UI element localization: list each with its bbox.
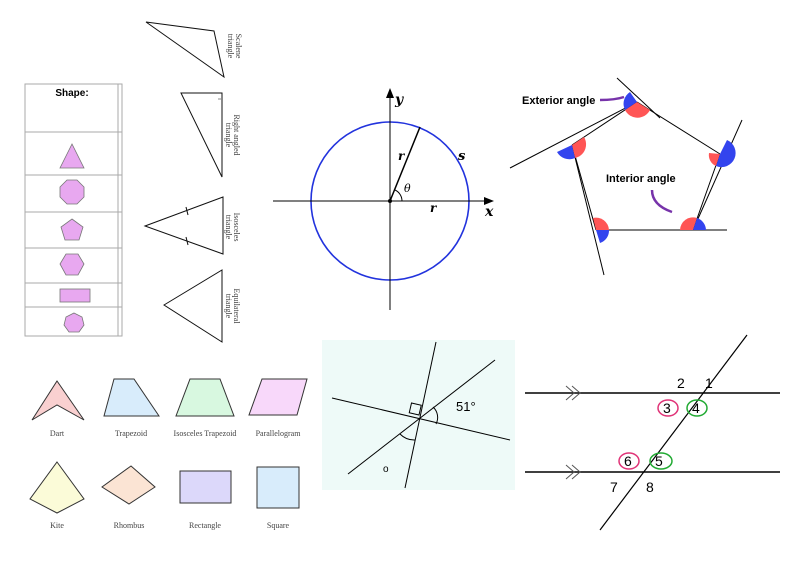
svg-text:2: 2 [677, 375, 685, 391]
svg-text:Isoscelestriangle: Isoscelestriangle [224, 213, 241, 242]
shape-table [24, 83, 123, 337]
svg-text:3: 3 [663, 400, 671, 416]
svg-text:1: 1 [705, 375, 713, 391]
svg-text:Square: Square [267, 521, 290, 530]
label-dart: Dart [50, 429, 65, 438]
svg-text:Isosceles Trapezoid: Isosceles Trapezoid [174, 429, 237, 438]
svg-text:8: 8 [646, 479, 654, 495]
heptagon-shape [63, 312, 85, 333]
pentagon-shape [60, 218, 84, 241]
parallel-lines-transversal: 1 2 3 4 5 6 7 8 [525, 334, 780, 531]
svg-text:Scalenetriangle: Scalenetriangle [226, 34, 243, 59]
svg-text:r: r [398, 149, 406, 163]
unit-circle-diagram: y x r r θ s [273, 88, 494, 310]
octagon-shape [59, 179, 85, 205]
svg-text:7: 7 [610, 479, 618, 495]
triangles [143, 21, 225, 343]
shape-header: Shape: [55, 88, 88, 99]
svg-text:Interior angle: Interior angle [606, 173, 676, 185]
svg-text:5: 5 [655, 453, 663, 469]
svg-text:Kite: Kite [50, 521, 64, 530]
angle-figure: 51° o [322, 340, 515, 490]
triangle-shape [59, 143, 85, 169]
svg-text:y: y [394, 92, 404, 108]
hexagon-shape [59, 253, 85, 276]
svg-text:s: s [458, 149, 466, 164]
svg-text:Exterior angle: Exterior angle [522, 95, 595, 107]
svg-text:6: 6 [624, 453, 632, 469]
svg-text:Rectangle: Rectangle [189, 521, 221, 530]
svg-text:Parallelogram: Parallelogram [256, 429, 302, 438]
svg-text:r: r [430, 201, 438, 215]
svg-text:x: x [484, 204, 494, 220]
svg-text:o: o [383, 464, 389, 475]
svg-text:Rhombus: Rhombus [114, 521, 145, 530]
svg-text:θ: θ [404, 182, 411, 195]
pentagon-angles-diagram: Exterior angle Interior angle [509, 77, 743, 276]
svg-text:Right angledtriangle: Right angledtriangle [224, 114, 241, 155]
svg-text:51°: 51° [456, 399, 476, 414]
svg-text:4: 4 [692, 400, 700, 416]
rectangle-shape [59, 288, 91, 303]
quadrilaterals [29, 378, 308, 514]
svg-text:Trapezoid: Trapezoid [115, 429, 147, 438]
shape-icons [59, 143, 91, 333]
svg-text:Equilateraltriangle: Equilateraltriangle [224, 288, 241, 324]
